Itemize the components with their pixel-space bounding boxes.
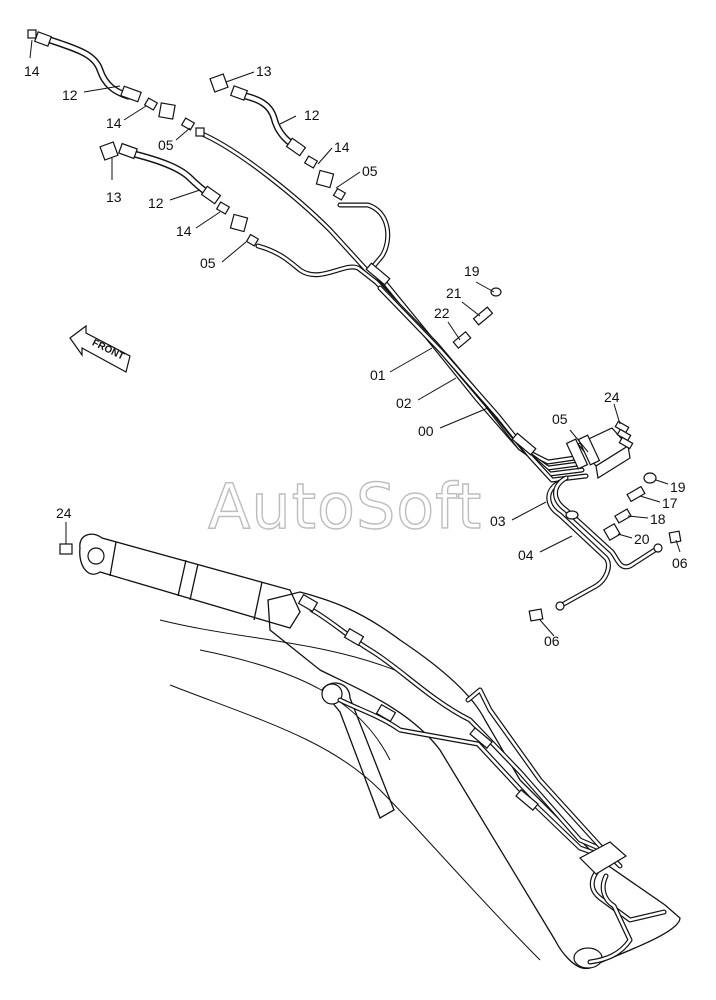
callout-00: 00 bbox=[418, 423, 434, 439]
callout-19: 19 bbox=[464, 263, 480, 279]
callout-14: 14 bbox=[334, 139, 350, 155]
callout-05: 05 bbox=[552, 411, 568, 427]
hose-12-middle bbox=[229, 85, 307, 157]
callout-12: 12 bbox=[148, 195, 164, 211]
boom-assembly bbox=[79, 533, 681, 970]
callout-12: 12 bbox=[304, 107, 320, 123]
callout-13: 13 bbox=[256, 63, 272, 79]
callout-24: 24 bbox=[56, 505, 72, 521]
callout-17: 17 bbox=[662, 495, 678, 511]
callout-06: 06 bbox=[544, 633, 560, 649]
callout-22: 22 bbox=[434, 305, 450, 321]
pipe-bundle-main bbox=[197, 130, 663, 611]
callout-14: 14 bbox=[106, 115, 122, 131]
callout-01: 01 bbox=[370, 367, 386, 383]
callout-14: 14 bbox=[24, 63, 40, 79]
hose-12-lower bbox=[118, 142, 222, 205]
callout-02: 02 bbox=[396, 395, 412, 411]
callout-13: 13 bbox=[106, 189, 122, 205]
callout-24: 24 bbox=[604, 389, 620, 405]
callout-14: 14 bbox=[176, 223, 192, 239]
callout-18: 18 bbox=[650, 511, 666, 527]
fittings-upper bbox=[27, 29, 347, 247]
callout-05: 05 bbox=[200, 255, 216, 271]
valve-block bbox=[565, 420, 634, 479]
leader-lines bbox=[29, 39, 681, 637]
hose-12-upper bbox=[33, 31, 142, 103]
callout-12: 12 bbox=[62, 87, 78, 103]
callout-05: 05 bbox=[158, 137, 174, 153]
callout-21: 21 bbox=[446, 285, 462, 301]
callout-20: 20 bbox=[634, 531, 650, 547]
clamp-parts bbox=[59, 287, 682, 622]
front-arrow-icon: FRONT bbox=[69, 324, 131, 373]
callout-05: 05 bbox=[362, 163, 378, 179]
callout-06: 06 bbox=[672, 555, 688, 571]
callout-19: 19 bbox=[670, 479, 686, 495]
watermark-text: AutoSoft bbox=[208, 470, 482, 543]
callout-03: 03 bbox=[490, 513, 506, 529]
callout-04: 04 bbox=[518, 547, 534, 563]
callout-labels: 14 12 14 05 13 12 14 05 13 12 14 05 19 2… bbox=[24, 63, 688, 649]
